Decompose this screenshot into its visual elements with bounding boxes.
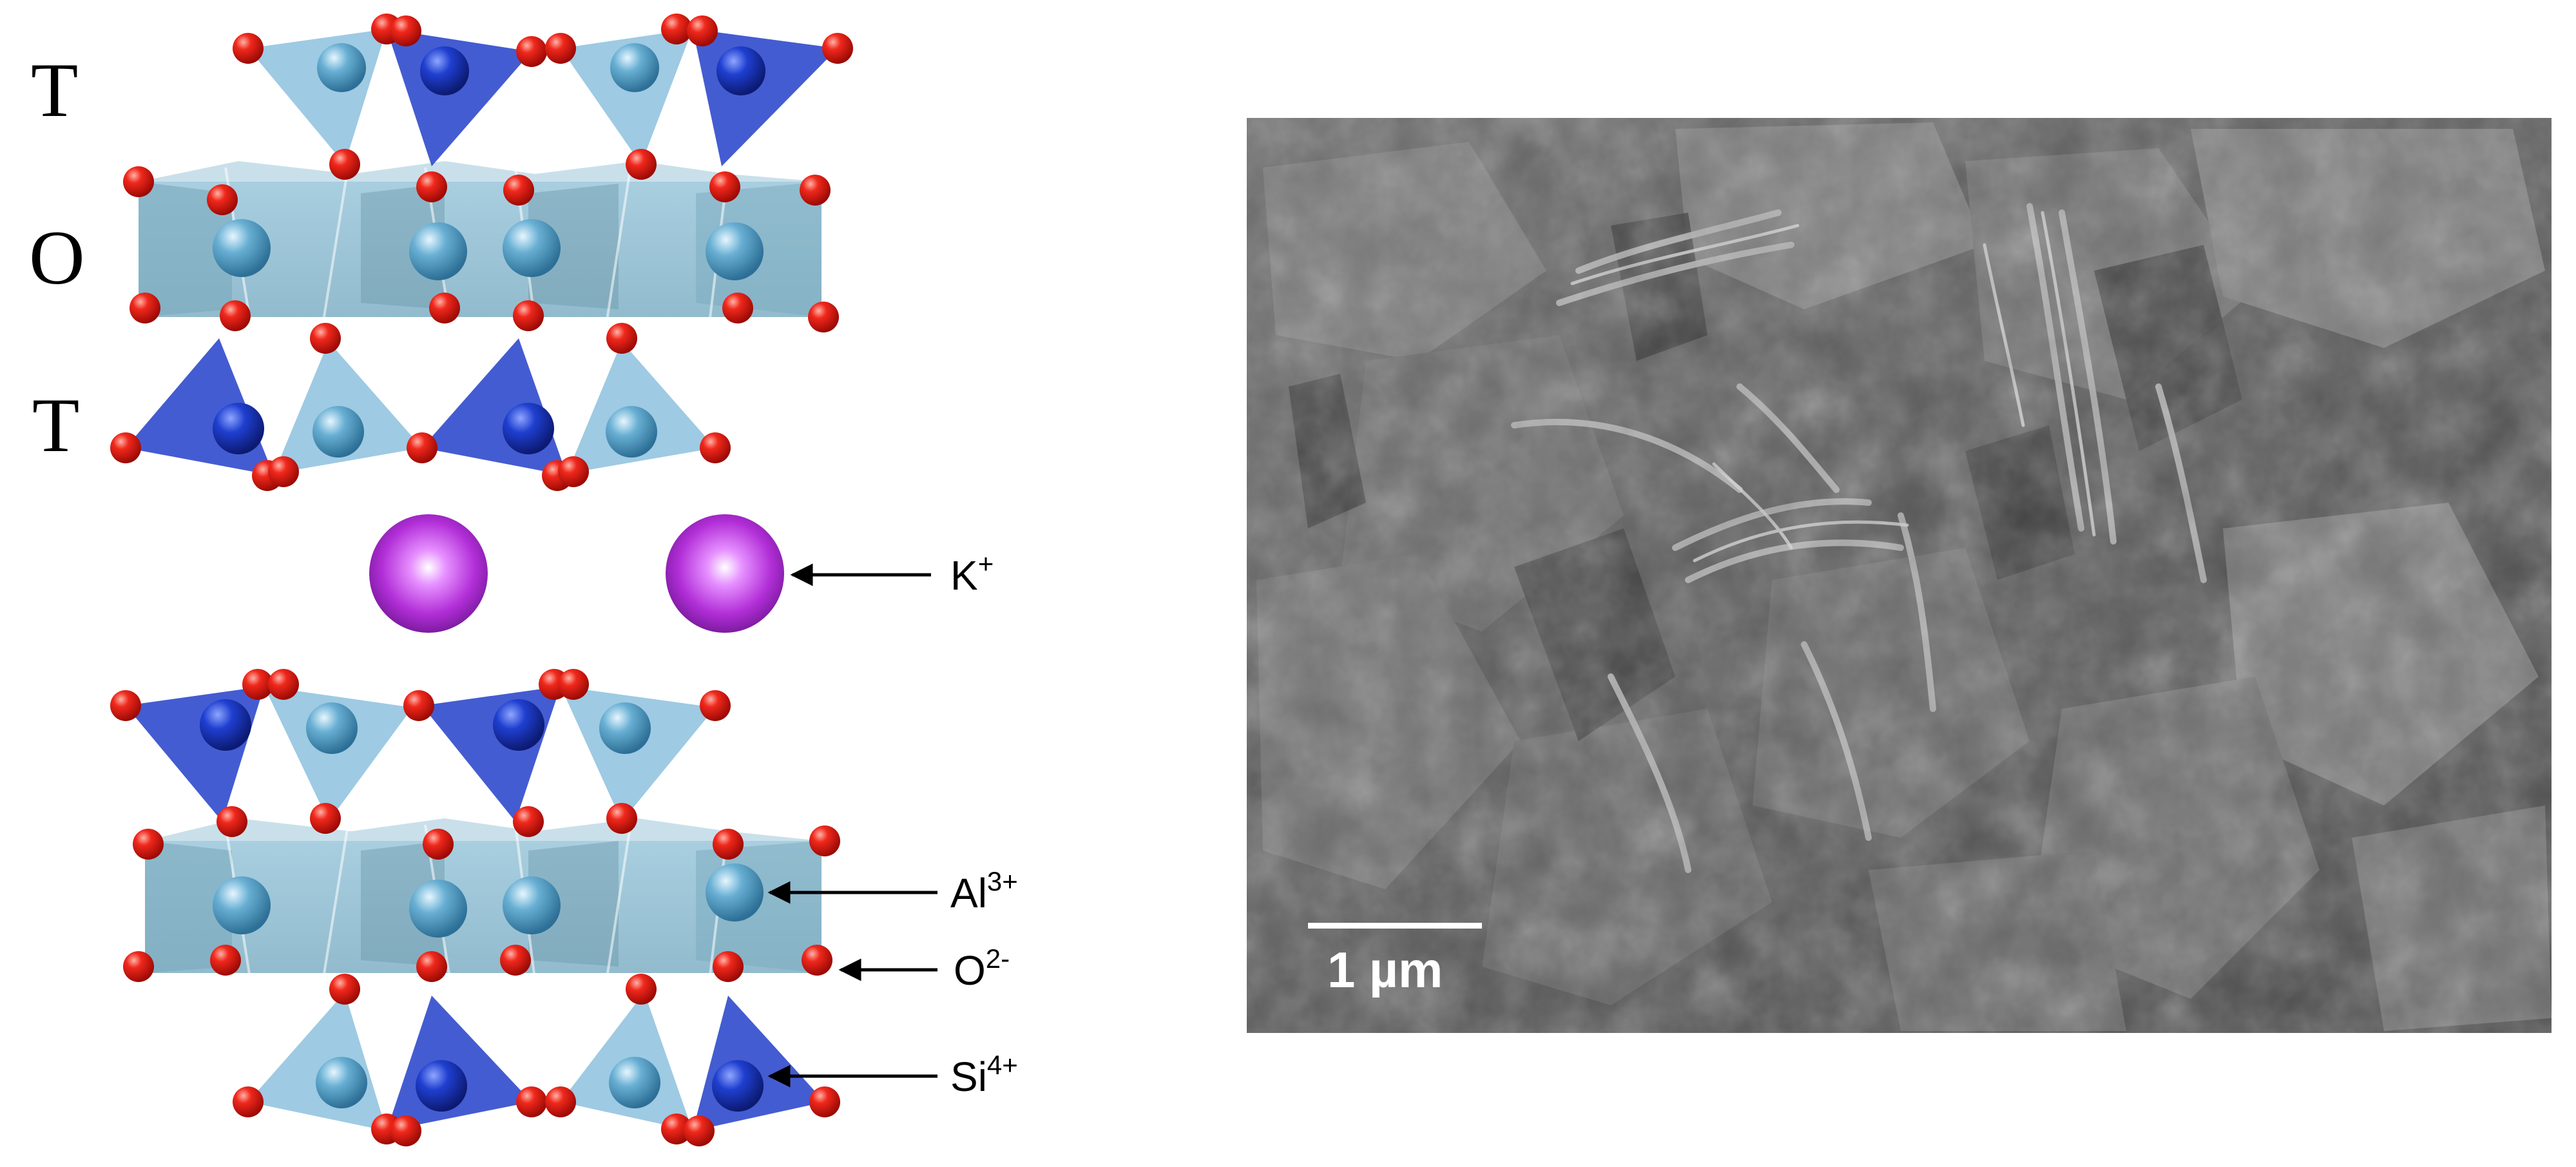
callout-al-ion: Al3+ [767,866,1018,916]
silicon-atom [712,1060,764,1112]
potassium-ion [666,514,784,633]
scale-bar-label: 1 µm [1327,941,1443,998]
potassium-ion [369,514,488,633]
oxygen-atoms-top-sheet [110,14,853,491]
tot-sheet-top [110,14,853,491]
aluminium-atom [213,219,271,277]
label-k-ion: K+ [950,548,994,599]
layer-label-t-bottom: T [32,382,79,468]
aluminium-atom [312,406,364,458]
callout-o-ion: O2- [838,943,1010,994]
aluminium-atom [409,222,467,280]
scale-bar: 1 µm [1308,923,1482,998]
label-o-ion: O2- [954,943,1010,994]
aluminium-atom [706,863,764,921]
aluminium-atom [610,43,659,92]
octahedral-layer-bottom [145,818,822,987]
layer-label-t-top: T [31,47,78,133]
tot-sheet-bottom [110,669,840,1146]
label-si-ion: Si4+ [950,1050,1018,1100]
aluminium-atom [503,219,561,277]
aluminium-atom [503,876,561,934]
silicon-atom [716,46,765,95]
sem-micrograph: 1 µm [1247,118,2552,1033]
aluminium-atom [306,702,358,754]
aluminium-atom [316,1057,367,1108]
aluminium-atom [609,1057,660,1108]
aluminium-atom [606,406,657,458]
label-al-ion: Al3+ [950,866,1018,916]
silicon-atom [503,403,554,454]
aluminium-atom [599,702,651,754]
layer-label-o: O [29,215,85,300]
silicon-atom [493,699,544,751]
aluminium-atom [706,222,764,280]
silicon-atom [213,403,264,454]
callout-si-ion: Si4+ [767,1050,1018,1100]
octahedral-layer-top [139,160,822,329]
silicon-atom [416,1060,467,1112]
callout-k-ion: K+ [790,548,994,599]
oxygen-atoms-bottom-sheet [110,669,840,1146]
aluminium-atom [317,43,366,92]
aluminium-atom [409,880,467,938]
aluminium-atom [213,876,271,934]
silicon-atom [200,699,251,751]
silicon-atom [420,46,469,95]
scale-bar-line [1308,923,1482,929]
